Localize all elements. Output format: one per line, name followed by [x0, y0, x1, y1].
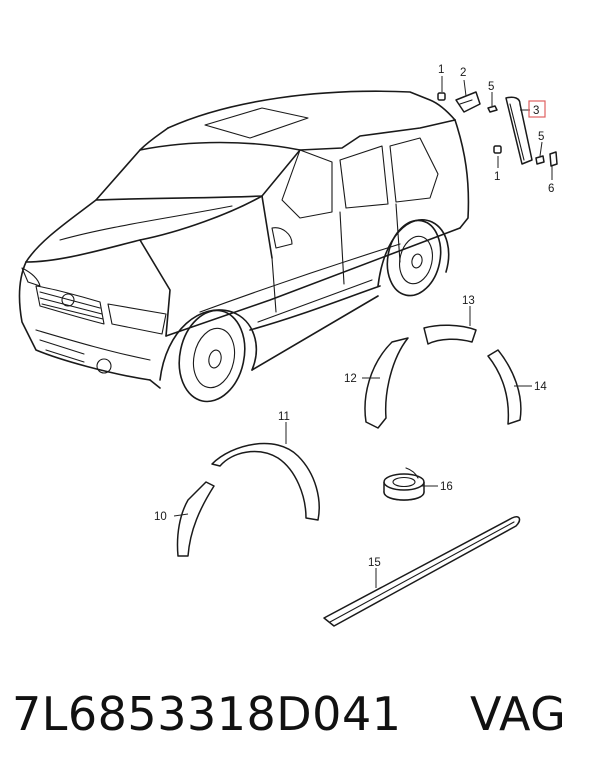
callout-leaders [173, 76, 553, 588]
part-12-arch-trim-front[interactable] [364, 337, 409, 429]
callout-1-lower: 1 [494, 171, 500, 183]
part-5-screw-upper [487, 105, 498, 113]
callout-2: 2 [460, 67, 466, 79]
part-5-screw-lower [535, 155, 545, 165]
part-2-bracket [455, 91, 481, 113]
callout-14: 14 [534, 381, 547, 393]
callout-15: 15 [368, 557, 381, 569]
callout-11: 11 [278, 411, 290, 423]
part-16-adhesive-tape-roll[interactable] [383, 467, 425, 501]
part-1-clip-upper [437, 92, 446, 101]
callout-10: 10 [154, 511, 167, 523]
callout-6: 6 [548, 183, 554, 195]
callout-13: 13 [462, 295, 475, 307]
callout-3: 3 [533, 105, 539, 117]
part-13-arch-trim-upper[interactable] [423, 324, 477, 345]
part-6-tab [549, 151, 558, 167]
callout-12: 12 [344, 373, 357, 385]
part-1-clip-lower [493, 145, 502, 154]
callout-3-highlight-box [528, 100, 546, 118]
part-15-side-molding[interactable] [323, 515, 521, 627]
part-number-caption: 7L6853318D041 [12, 687, 401, 741]
callout-16: 16 [440, 481, 453, 493]
brand-caption: VAG [470, 687, 566, 741]
part-10-arch-trim-small[interactable] [176, 481, 215, 557]
callout-1-upper: 1 [438, 64, 444, 76]
part-3-trim-strip[interactable] [505, 96, 533, 165]
part-14-arch-trim-rear[interactable] [487, 349, 522, 425]
suv-illustration [18, 90, 470, 403]
callout-5-upper: 5 [488, 81, 494, 93]
callout-5-lower: 5 [538, 131, 544, 143]
part-11-arch-trim-large[interactable] [211, 442, 320, 521]
